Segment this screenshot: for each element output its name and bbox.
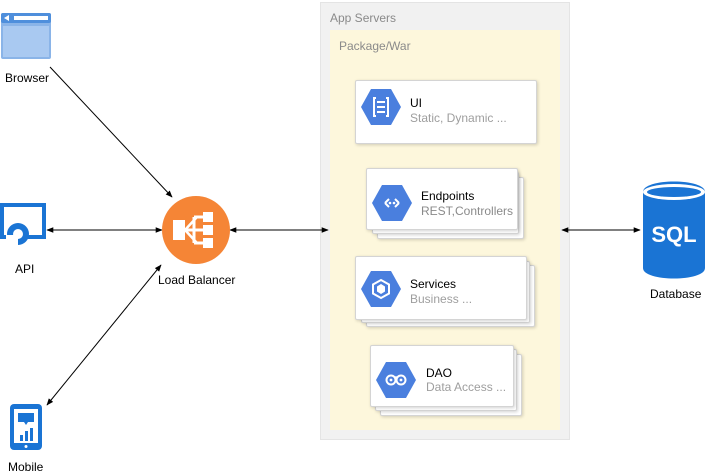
- browser-label: Browser: [5, 71, 50, 85]
- mobile-lb-edge: [46, 264, 162, 406]
- browser-to-lb-edge: [49, 66, 173, 198]
- load-balancer-label: Load Balancer: [158, 273, 236, 287]
- dao-title: DAO: [426, 366, 453, 380]
- load-balancer-icon: [162, 196, 230, 264]
- endpoints-card: Endpoints REST,Controllers: [366, 168, 518, 230]
- ui-detail: Static, Dynamic ...: [410, 111, 507, 125]
- database-sql-text: SQL: [651, 222, 696, 247]
- app-servers-title: App Servers: [330, 11, 397, 25]
- dao-icon: [376, 362, 416, 398]
- services-card: Services Business ...: [355, 256, 527, 320]
- dao-detail: Data Access ...: [426, 380, 507, 394]
- ui-title: UI: [410, 96, 422, 110]
- endpoints-title: Endpoints: [421, 189, 475, 203]
- services-detail: Business ...: [410, 292, 473, 306]
- services-title: Services: [410, 277, 457, 291]
- api-label: API: [15, 262, 35, 276]
- api-icon: [0, 203, 46, 247]
- ui-layers-icon: [361, 89, 401, 125]
- mobile-label: Mobile: [8, 460, 44, 474]
- package-title: Package/War: [339, 39, 411, 53]
- browser-icon: [1, 13, 51, 59]
- endpoints-icon: [372, 185, 412, 221]
- dao-card: DAO Data Access ...: [370, 345, 514, 407]
- mobile-icon: [10, 404, 42, 450]
- endpoints-detail: REST,Controllers: [421, 204, 514, 218]
- services-icon: [361, 271, 401, 307]
- database-label: Database: [650, 287, 702, 301]
- database-icon: SQL: [643, 181, 705, 279]
- ui-card: UI Static, Dynamic ...: [355, 80, 537, 144]
